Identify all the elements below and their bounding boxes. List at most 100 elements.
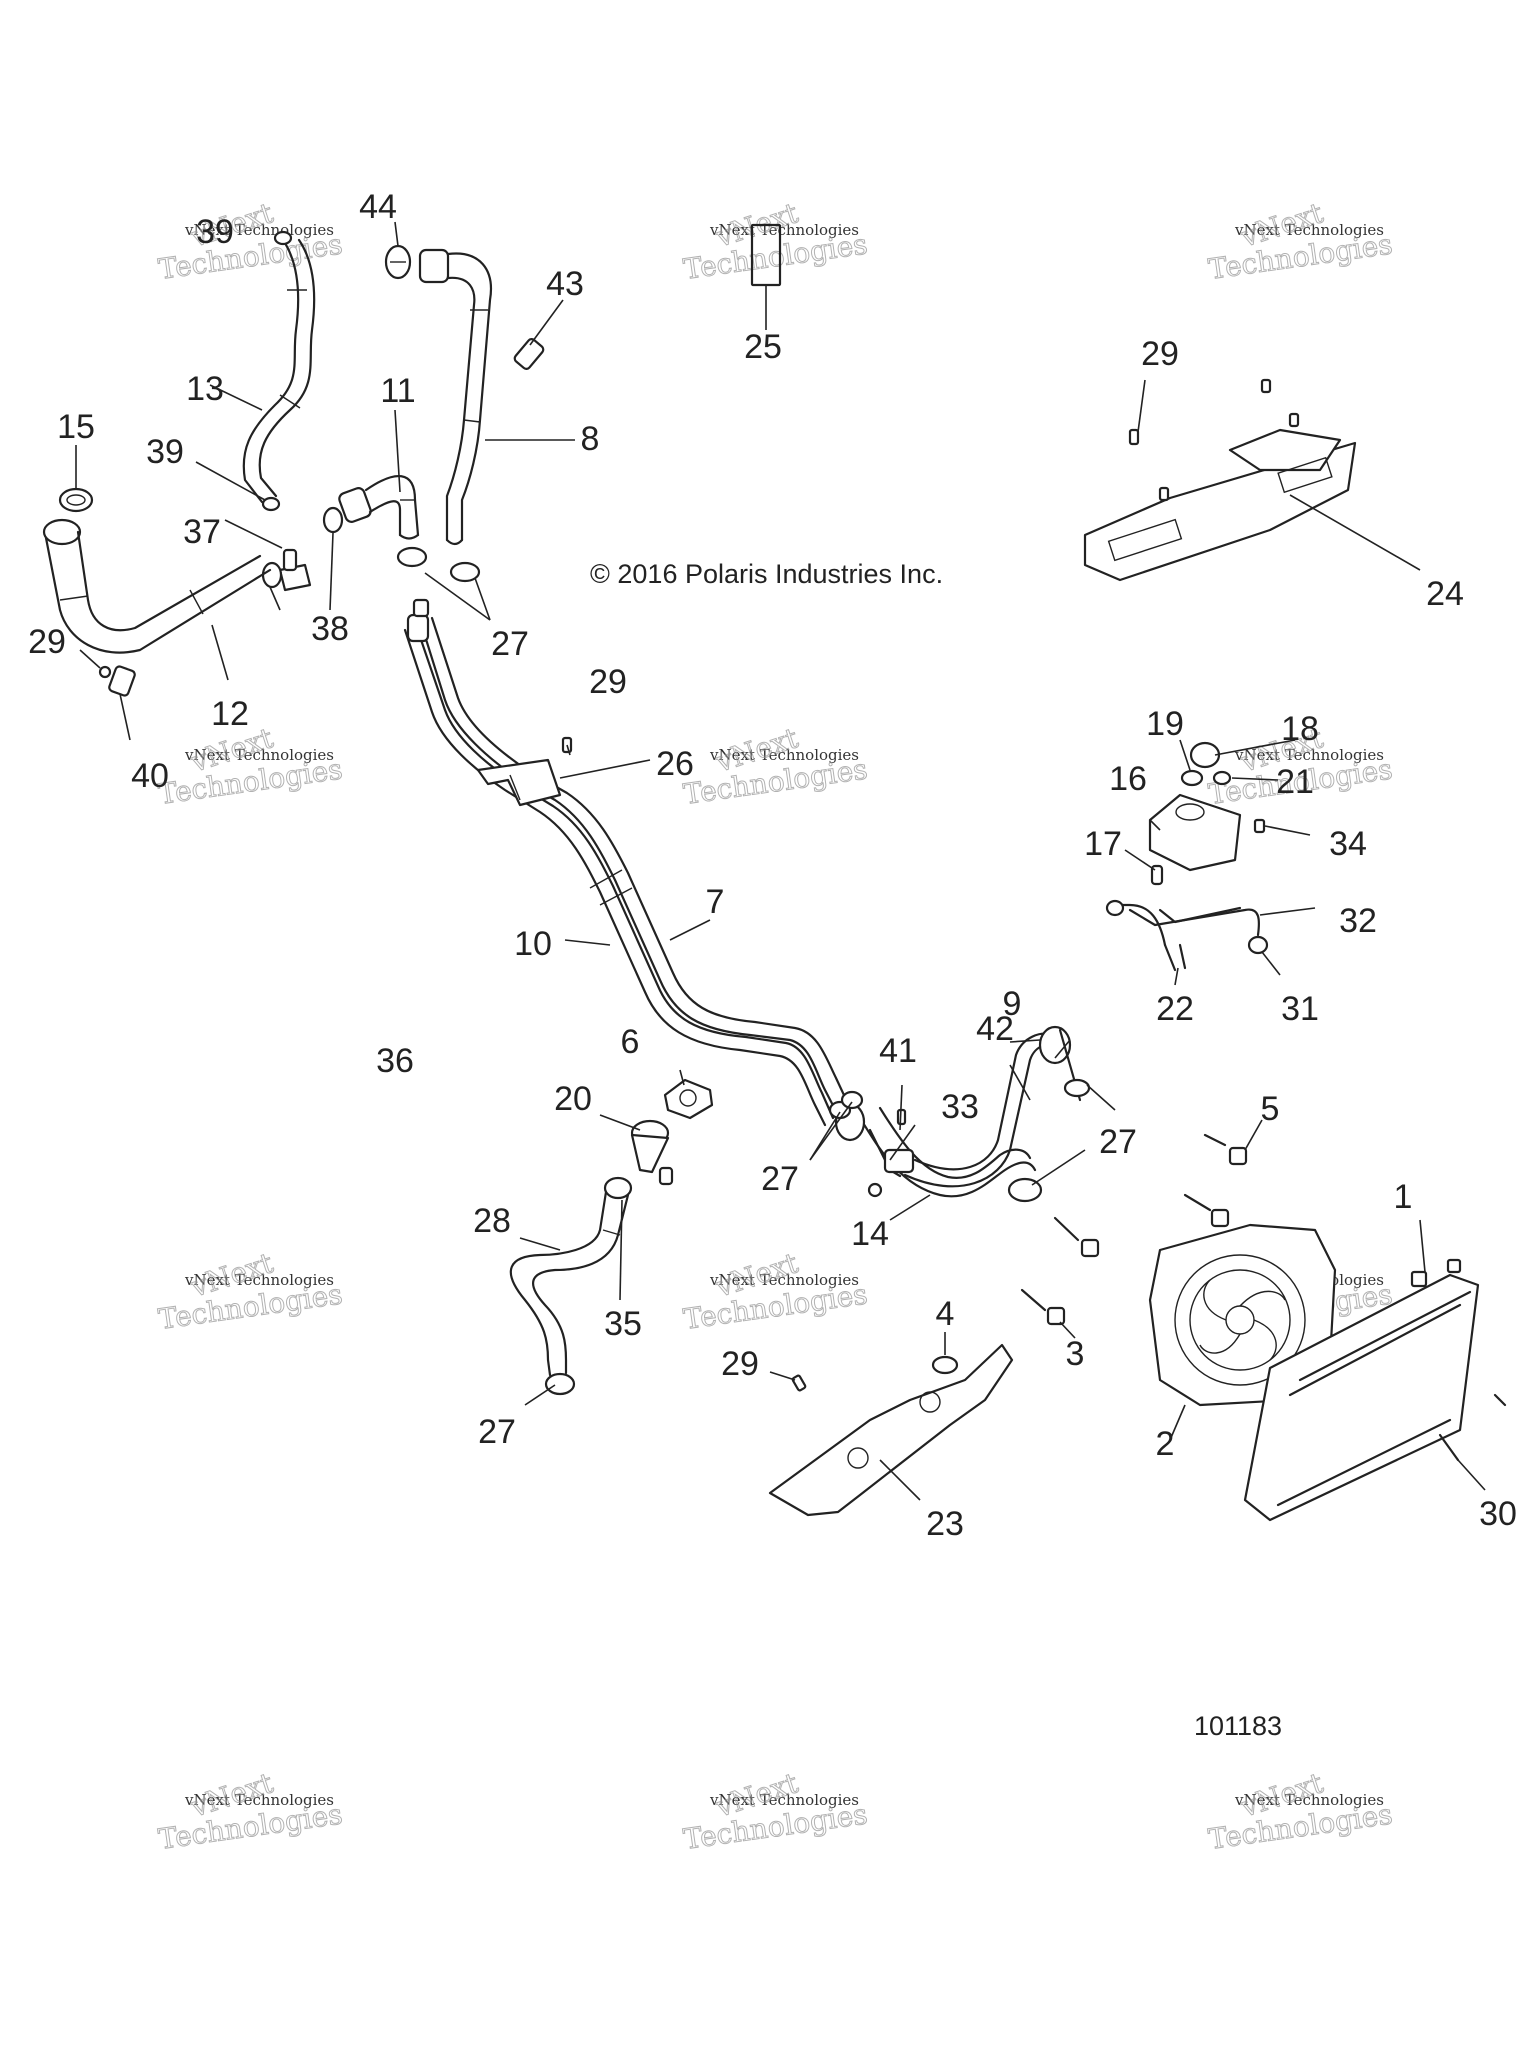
elbow-33 [868,1128,915,1178]
callout-35: 35 [604,1305,642,1343]
callout-25: 25 [744,328,782,366]
bolt-34 [1253,818,1266,834]
clamp-27-hose-9 [1063,1078,1091,1098]
clamp-27-under-11 [396,546,428,568]
document-number: 101183 [1194,1711,1282,1741]
callout-12: 12 [211,695,249,733]
bracket-24 [1083,428,1357,582]
callout-27-right: 27 [1099,1123,1137,1161]
oring-21 [1212,770,1232,786]
hose-42 [903,1032,1062,1188]
bolt-29-bracket-23 [791,1374,807,1392]
watermark-text: vNext Technologies [184,1271,334,1289]
cap-18 [1189,741,1221,769]
callout-5: 5 [1261,1090,1280,1128]
callout-26: 26 [656,745,694,783]
tee-37 [278,548,312,592]
bolt-29-left [98,665,112,679]
callout-9: 9 [1003,985,1022,1023]
callout-11: 11 [380,372,415,410]
callout-7: 7 [706,883,725,921]
watermark-text: vNext Technologies [709,746,859,764]
leader-lines [75,221,1486,1501]
pipe-7 [418,616,852,1117]
mount-33-small [867,1182,883,1198]
clamp-44 [384,244,412,280]
callout-18: 18 [1281,710,1319,748]
callout-29-left: 29 [28,623,66,661]
callout-16: 16 [1109,760,1147,798]
callout-30: 30 [1479,1495,1517,1533]
copyright-text: © 2016 Polaris Industries Inc. [590,559,943,589]
callout-34: 34 [1329,825,1367,863]
pipe-7-inlet [406,598,430,643]
callout-27-lower: 27 [478,1413,516,1451]
clamp-31 [1247,935,1269,955]
seal-19 [1180,769,1204,787]
watermark-text: vNext Technologies [184,746,334,764]
grommet-4 [931,1355,959,1375]
callout-15: 15 [57,408,95,446]
watermark-text: vNext Technologies [1234,746,1384,764]
callout-14: 14 [851,1215,889,1253]
callout-1: 1 [1394,1178,1413,1216]
hose-12 [42,518,272,654]
callout-3: 3 [1066,1335,1085,1373]
bracket-26 [476,758,562,807]
cap-6 [663,1078,714,1120]
watermark-text: vNext Technologies [184,1791,334,1809]
hose-28 [509,1176,633,1377]
watermark-text: vNext Technologies [1234,221,1384,239]
hose-8 [418,248,493,546]
watermark-text: vNext Technologies [709,221,859,239]
watermark-text: vNext Technologies [709,1271,859,1289]
callout-37: 37 [183,513,221,551]
callout-27-upper: 27 [491,625,529,663]
callout-13: 13 [186,370,224,408]
callout-23: 23 [926,1505,964,1543]
clamp-38-right [322,506,344,534]
callout-31: 31 [1281,990,1319,1028]
callout-21: 21 [1276,763,1314,801]
hose-13 [242,238,316,504]
callout-19: 19 [1146,705,1184,743]
callout-22: 22 [1156,990,1194,1028]
reservoir-16 [1148,793,1242,872]
callout-6: 6 [621,1023,640,1061]
callout-27-mid: 27 [761,1160,799,1198]
callout-28: 28 [473,1202,511,1240]
bolt-29-bracket-24 [1128,378,1300,502]
callout-38: 38 [311,610,349,648]
callout-4: 4 [936,1295,955,1333]
clamp-39-top [273,230,293,246]
callout-8: 8 [581,420,600,458]
callout-43: 43 [546,265,584,303]
bracket-23 [768,1343,1014,1517]
hose-11 [338,475,420,540]
callout-33: 33 [941,1088,979,1126]
callout-29-bracket-26: 29 [589,663,627,701]
callout-41: 41 [879,1032,917,1070]
callout-40: 40 [131,757,169,795]
callout-36: 36 [376,1042,414,1080]
pipe-10 [403,626,835,1127]
callout-42: 42 [976,1010,1014,1048]
callout-32: 32 [1339,902,1377,940]
clamp-39-lower [261,496,281,512]
watermark-text: vNext Technologies [709,1791,859,1809]
hose-14 [834,1102,1037,1198]
callout-24: 24 [1426,575,1464,613]
clamp-27-hose-28 [544,1372,576,1396]
bolts-3 [1020,1216,1100,1326]
callout-29-bracket-23: 29 [721,1345,759,1383]
clamp-43 [513,338,545,370]
callout-17: 17 [1084,825,1122,863]
watermark-text: vNext Technologies [184,221,334,239]
clamp-15 [58,487,94,513]
radiator-1 [1243,1258,1480,1522]
bolts-5 [1183,1133,1248,1228]
hose-32-22 [1105,899,1261,972]
callout-39-lower: 39 [146,433,184,471]
filler-neck-20 [630,1119,674,1186]
